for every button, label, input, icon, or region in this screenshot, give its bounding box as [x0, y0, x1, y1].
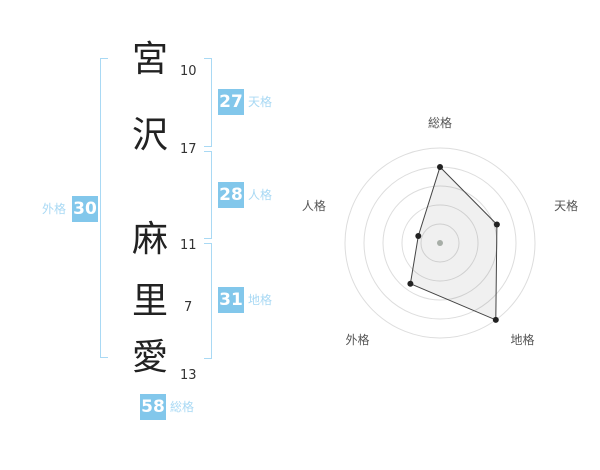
radar-point	[415, 233, 422, 239]
stroke-count-2: 17	[180, 142, 197, 157]
radar-axis-label: 人格	[302, 198, 326, 213]
stroke-count-4: 7	[184, 300, 193, 315]
soukaku-label: 総格	[170, 400, 195, 414]
gaikaku-label: 外格	[42, 202, 67, 216]
jinkaku-label: 人格	[248, 188, 273, 202]
gaikaku-bracket	[100, 58, 108, 358]
stroke-count-3: 11	[180, 238, 197, 253]
radar-ring	[344, 147, 536, 339]
radar-ring	[420, 223, 460, 263]
stroke-count-5: 13	[180, 368, 197, 383]
radar-point	[437, 164, 443, 170]
name-char-1: 宮	[131, 39, 168, 80]
radar-axis-label: 地格	[511, 332, 535, 347]
soukaku-value-badge: 58	[140, 394, 166, 420]
chikaku-label: 地格	[248, 293, 273, 307]
radar-point	[492, 316, 499, 323]
name-char-5: 愛	[131, 337, 168, 378]
jinkaku-bracket	[204, 151, 212, 239]
tenkaku-value-badge: 27	[218, 89, 244, 115]
chikaku-bracket	[204, 243, 212, 359]
radar-point	[407, 280, 414, 287]
radar-axis-label: 天格	[554, 198, 578, 213]
radar-point	[493, 221, 500, 228]
tenkaku-bracket	[204, 58, 212, 147]
radar-ring	[401, 204, 479, 282]
chikaku-value-badge: 31	[218, 287, 244, 313]
gaikaku-value-badge: 30	[72, 196, 98, 222]
tenkaku-label: 天格	[248, 95, 273, 109]
stroke-count-1: 10	[180, 64, 197, 79]
radar-axis-label: 外格	[345, 332, 369, 347]
name-char-2: 沢	[131, 115, 168, 156]
radar-polygon	[409, 166, 498, 321]
radar-axis-label: 総格	[428, 115, 452, 130]
radar-center-dot	[437, 240, 443, 246]
name-char-3: 麻	[131, 219, 168, 260]
jinkaku-value-badge: 28	[218, 182, 244, 208]
name-char-4: 里	[131, 281, 168, 322]
